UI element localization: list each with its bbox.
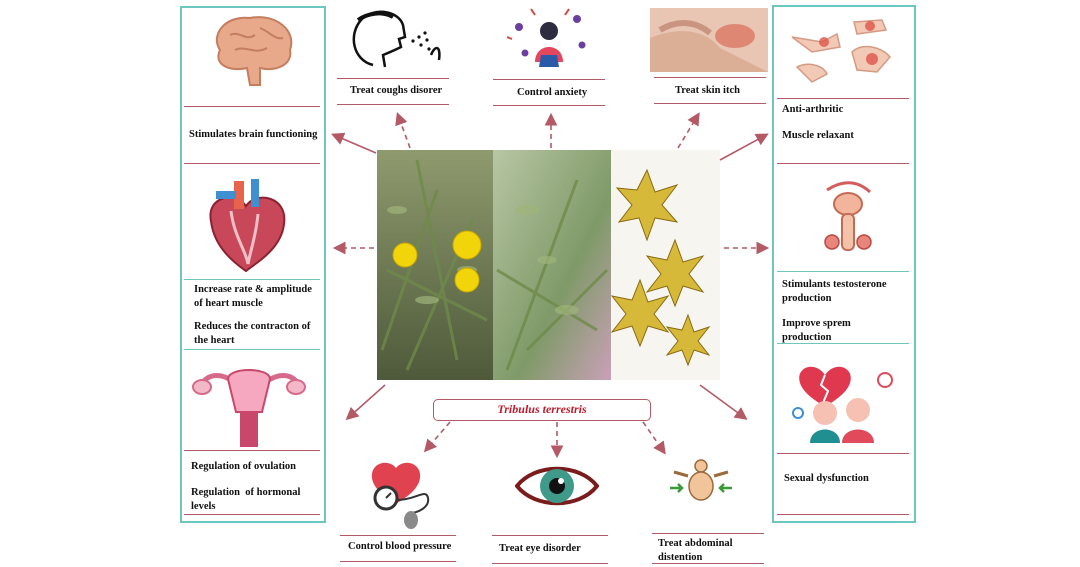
abdominal-distention-icon: [670, 459, 732, 501]
hormonal-effect-label: Regulation of hormonal levels: [191, 487, 304, 512]
divider: [777, 514, 909, 515]
tribulus-plant-photo: [377, 150, 720, 380]
divider: [337, 104, 449, 105]
divider: [777, 453, 909, 454]
divider: [337, 78, 449, 79]
heart-contraction-effect-label: Reduces the contracton of the heart: [194, 321, 311, 346]
divider: [493, 79, 605, 80]
ovulation-effect-label: Regulation of ovulation: [191, 461, 297, 472]
divider: [654, 77, 766, 78]
sperm-production-label: Improve sprem production: [782, 318, 851, 343]
divider: [184, 450, 320, 451]
sexual-dysfunction-label: Sexual dysfunction: [784, 473, 869, 484]
divider: [184, 106, 320, 107]
divider: [184, 163, 320, 164]
divider: [652, 563, 764, 564]
muscle-relaxant-label: Muscle relaxant: [782, 130, 854, 141]
divider: [777, 98, 909, 99]
joints-icon: [791, 19, 891, 83]
left-effects-panel: [180, 6, 326, 523]
divider: [340, 561, 456, 562]
divider: [493, 105, 605, 106]
divider: [184, 349, 320, 350]
brain-effect-label: Stimulates brain functioning: [189, 129, 318, 140]
divider: [492, 535, 608, 536]
eye-icon: [515, 466, 599, 506]
anxious-person-icon: [507, 8, 586, 67]
uterus-icon: [192, 369, 306, 447]
brain-icon: [215, 16, 293, 86]
divider: [654, 103, 766, 104]
eye-disorder-label: Treat eye disorder: [499, 543, 581, 554]
divider: [184, 514, 320, 515]
skin-itch-label: Treat skin itch: [675, 85, 740, 96]
divider: [184, 279, 320, 280]
male-reproductive-icon: [824, 181, 872, 251]
divider: [340, 535, 456, 536]
blood-pressure-icon: [371, 462, 430, 529]
plant-name-title: Tribulus terrestris: [433, 399, 651, 421]
abdominal-label: Treat abdominal distention: [658, 538, 733, 563]
right-effects-panel: [772, 5, 916, 523]
divider: [492, 563, 608, 564]
divider: [652, 533, 764, 534]
heart-rate-effect-label: Increase rate & amplitude of heart muscl…: [194, 284, 312, 309]
anti-arthritic-label: Anti-arthritic: [782, 104, 844, 115]
anxiety-label: Control anxiety: [517, 87, 588, 98]
testosterone-label: Stimulants testosterone production: [782, 279, 887, 304]
skin-itch-photo: [650, 8, 768, 72]
couple-broken-heart-icon: [792, 366, 893, 443]
divider: [777, 343, 909, 344]
coughs-label: Treat coughs disorer: [350, 85, 443, 96]
coughing-person-icon: [352, 10, 441, 68]
divider: [777, 163, 909, 164]
divider: [777, 271, 909, 272]
blood-pressure-label: Control blood pressure: [348, 541, 452, 552]
heart-organ-icon: [209, 179, 286, 273]
